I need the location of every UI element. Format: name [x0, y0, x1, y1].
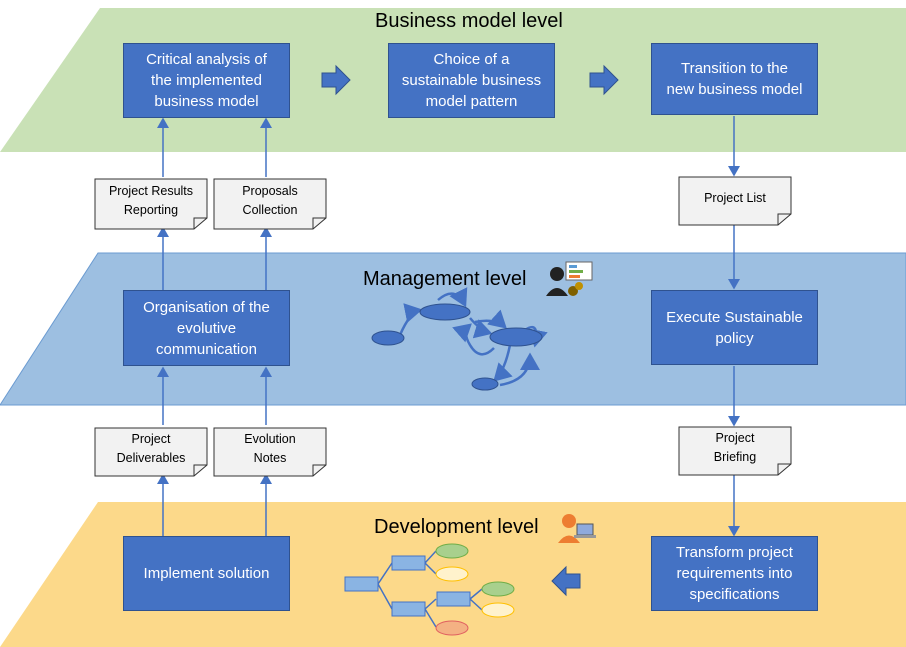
box-transition-new-model: Transition to the new business model — [651, 43, 818, 115]
development-tree — [344, 543, 515, 636]
block-arrow-2 — [589, 64, 619, 96]
development-level-title: Development level — [374, 516, 539, 538]
management-level-title: Management level — [363, 268, 527, 290]
box-choice-sustainable-pattern: Choice of a sustainable business model p… — [388, 43, 555, 118]
block-arrow-1 — [321, 64, 351, 96]
block-arrow-left — [551, 565, 581, 597]
box-execute-sustainable-policy: Execute Sustainable policy — [651, 290, 818, 365]
developer-icon — [558, 514, 596, 543]
doc-evolution-notes: Evolution Notes — [213, 427, 327, 477]
doc-project-briefing: Project Briefing — [678, 426, 792, 476]
management-network — [371, 287, 548, 391]
box-critical-analysis: Critical analysis of the implemented bus… — [123, 43, 290, 118]
doc-project-deliverables: Project Deliverables — [94, 427, 208, 477]
business-level-title: Business model level — [375, 10, 563, 32]
box-transform-requirements: Transform project requirements into spec… — [651, 536, 818, 611]
doc-proposals-collection: Proposals Collection — [213, 178, 327, 230]
box-organisation-communication: Organisation of the evolutive communicat… — [123, 290, 290, 366]
doc-project-list: Project List — [678, 176, 792, 226]
manager-icon — [546, 261, 593, 296]
doc-project-results-reporting: Project Results Reporting — [94, 178, 208, 230]
box-implement-solution: Implement solution — [123, 536, 290, 611]
